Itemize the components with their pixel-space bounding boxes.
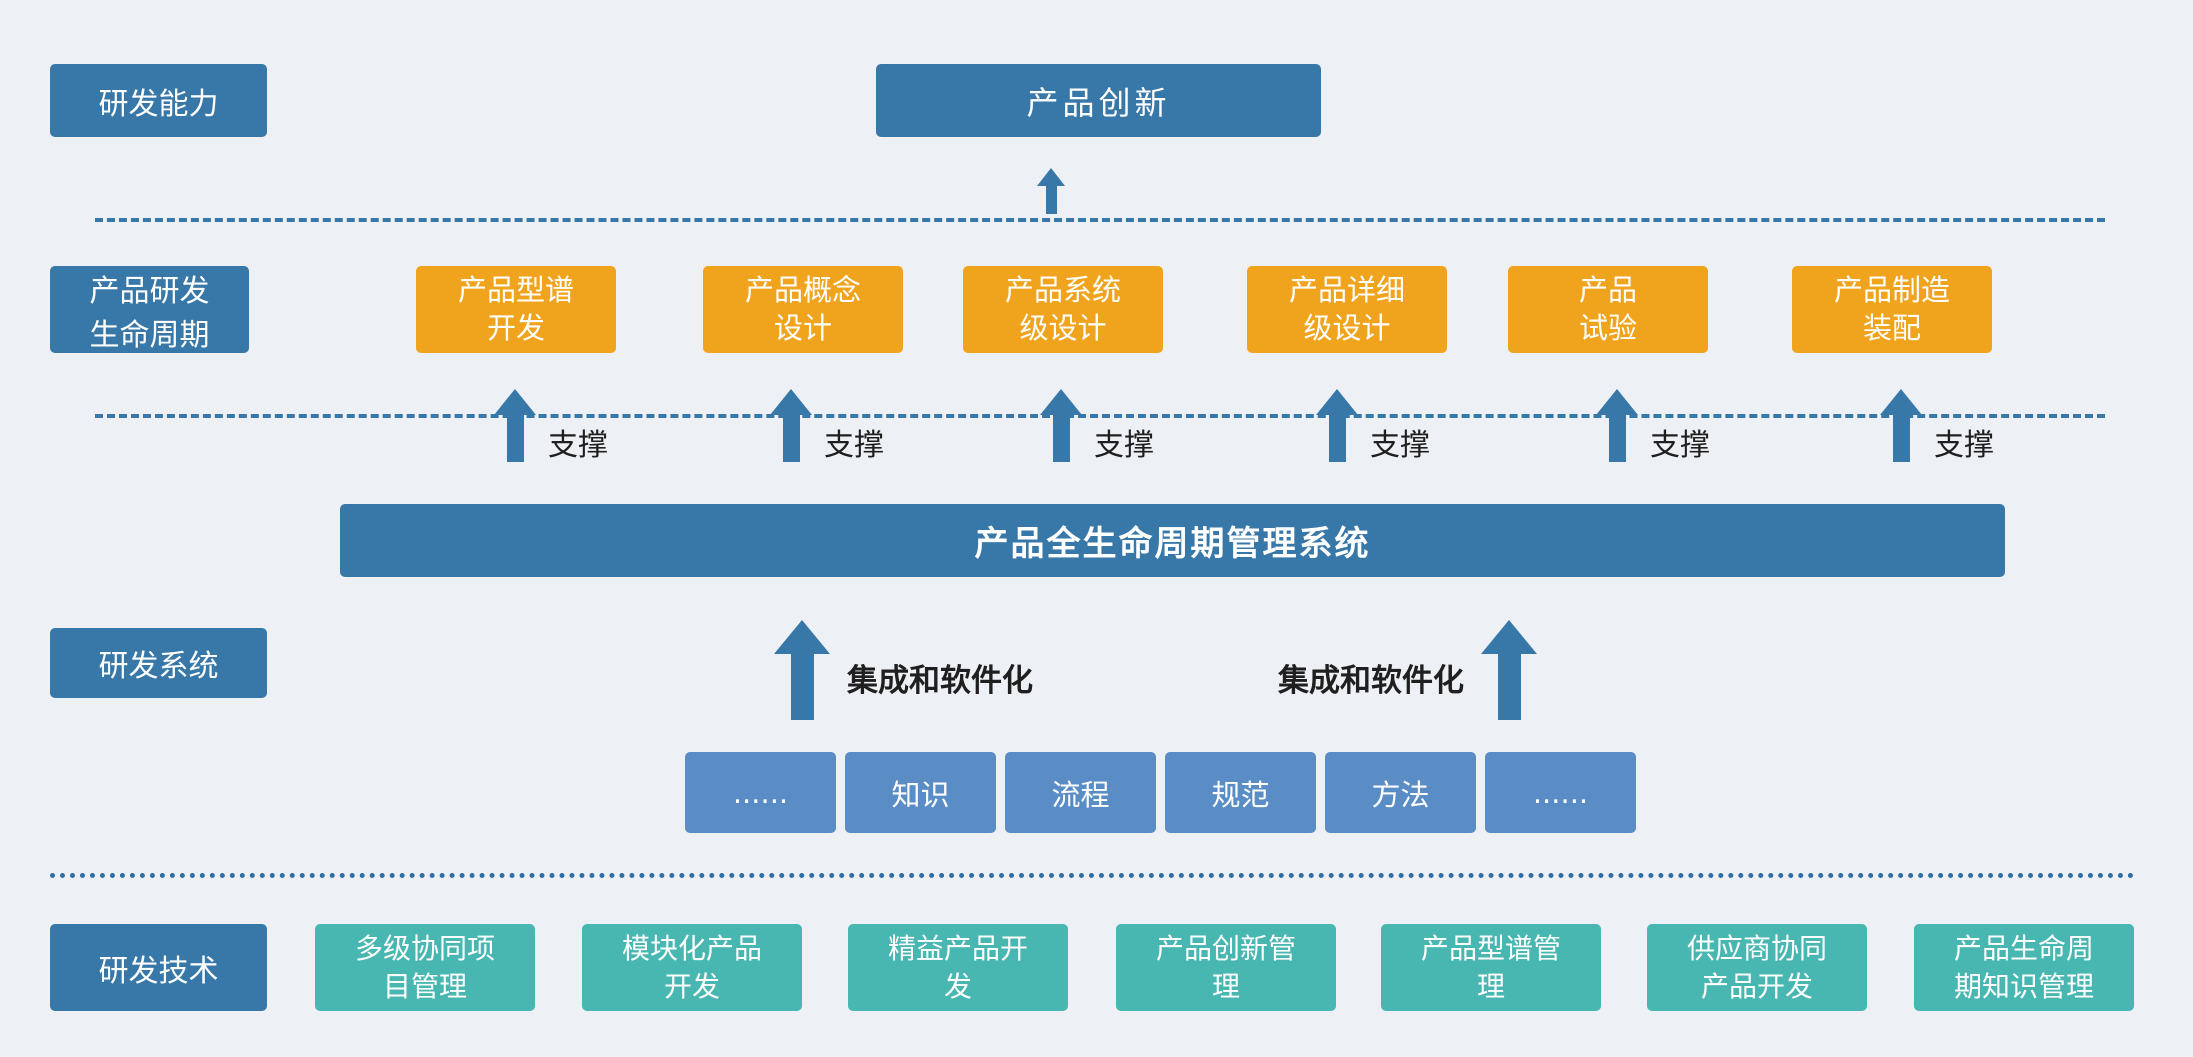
support-arrow-icon xyxy=(1880,389,1922,462)
dashed-divider-middle xyxy=(95,414,2105,418)
plm-system-bar: 产品全生命周期管理系统 xyxy=(340,504,2005,577)
lifecycle-stage-box: 产品系统 级设计 xyxy=(963,266,1163,353)
technology-box: 产品生命周 期知识管理 xyxy=(1914,924,2134,1011)
dashed-divider-top xyxy=(95,218,2105,222)
arrow-head-icon xyxy=(1037,168,1065,186)
integration-label: 集成和软件化 xyxy=(847,663,1033,699)
support-arrow-icon xyxy=(1040,389,1082,462)
support-label: 支撑 xyxy=(1094,428,1154,463)
lifecycle-stage-box: 产品制造 装配 xyxy=(1792,266,1992,353)
lifecycle-stage-box: 产品型谱 开发 xyxy=(416,266,616,353)
lifecycle-stage-box: 产品详细 级设计 xyxy=(1247,266,1447,353)
support-arrow-icon xyxy=(1596,389,1638,462)
arrow-head-icon xyxy=(1040,389,1082,415)
up-arrow-icon xyxy=(1037,168,1065,214)
arrow-head-icon xyxy=(1316,389,1358,415)
technology-box: 模块化产品 开发 xyxy=(582,924,802,1011)
support-arrow-icon xyxy=(494,389,536,462)
technology-box: 精益产品开 发 xyxy=(848,924,1068,1011)
arrow-head-icon xyxy=(774,620,830,654)
support-arrow-icon xyxy=(1316,389,1358,462)
capability-label-box: 研发能力 xyxy=(50,64,267,137)
support-label: 支撑 xyxy=(1370,428,1430,463)
system-element-box: 知识 xyxy=(845,752,996,833)
arrow-stem xyxy=(1045,186,1057,214)
system-element-box: ...... xyxy=(685,752,836,833)
dotted-divider-bottom xyxy=(50,873,2135,878)
innovation-box: 产品创新 xyxy=(876,64,1321,137)
integration-label: 集成和软件化 xyxy=(1278,663,1464,699)
arrow-head-icon xyxy=(1596,389,1638,415)
arrow-stem xyxy=(1052,415,1070,462)
technology-box: 产品型谱管 理 xyxy=(1381,924,1601,1011)
technology-box: 产品创新管 理 xyxy=(1116,924,1336,1011)
system-element-box: 规范 xyxy=(1165,752,1316,833)
lifecycle-label-box: 产品研发 生命周期 xyxy=(50,266,249,353)
arrow-head-icon xyxy=(770,389,812,415)
integration-arrow-icon xyxy=(774,620,830,720)
support-label: 支撑 xyxy=(824,428,884,463)
arrow-head-icon xyxy=(1481,620,1537,654)
arrow-stem xyxy=(1608,415,1626,462)
integration-arrow-icon xyxy=(1481,620,1537,720)
arrow-stem xyxy=(790,654,814,720)
system-element-box: ...... xyxy=(1485,752,1636,833)
support-label: 支撑 xyxy=(1934,428,1994,463)
system-label-box: 研发系统 xyxy=(50,628,267,698)
arrow-stem xyxy=(1892,415,1910,462)
arrow-head-icon xyxy=(494,389,536,415)
lifecycle-stage-box: 产品 试验 xyxy=(1508,266,1708,353)
arrow-stem xyxy=(1328,415,1346,462)
system-element-box: 方法 xyxy=(1325,752,1476,833)
system-element-box: 流程 xyxy=(1005,752,1156,833)
technology-box: 多级协同项 目管理 xyxy=(315,924,535,1011)
technology-label-box: 研发技术 xyxy=(50,924,267,1011)
technology-box: 供应商协同 产品开发 xyxy=(1647,924,1867,1011)
support-label: 支撑 xyxy=(1650,428,1710,463)
arrow-stem xyxy=(1497,654,1521,720)
arrow-stem xyxy=(506,415,524,462)
support-label: 支撑 xyxy=(548,428,608,463)
lifecycle-stage-box: 产品概念 设计 xyxy=(703,266,903,353)
support-arrow-icon xyxy=(770,389,812,462)
arrow-head-icon xyxy=(1880,389,1922,415)
arrow-stem xyxy=(782,415,800,462)
